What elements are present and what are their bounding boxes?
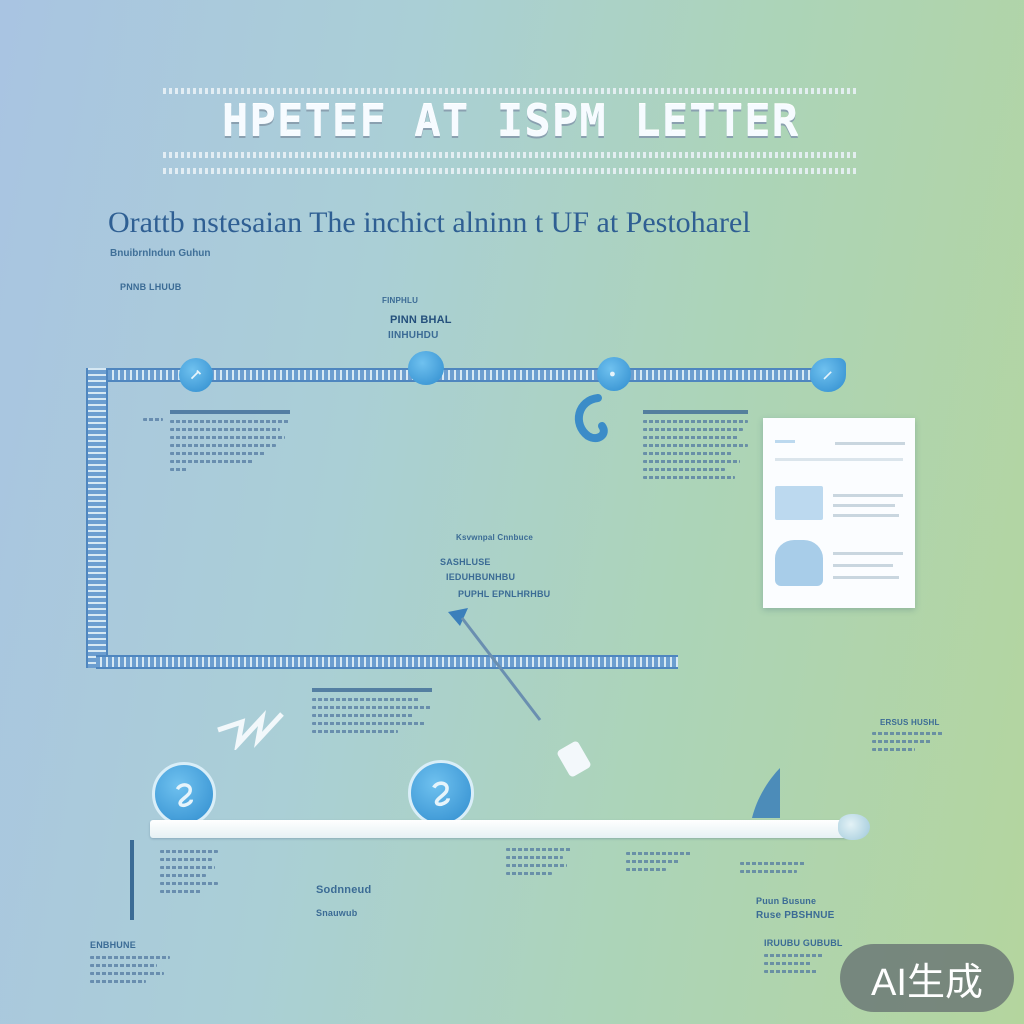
text-block-right: [643, 410, 748, 484]
label-bottom-left: ENBHUNE: [90, 940, 136, 950]
marker-icon: [610, 371, 615, 377]
cloud-thumbnail: [775, 540, 823, 586]
bottom-timeline-track: [150, 820, 850, 838]
text-block-bottom-3: [626, 852, 692, 876]
swirl-node-icon: [175, 782, 193, 807]
banner-title: HPETEF AT ISPM LETTER: [221, 96, 800, 146]
text-block-lower-right: [872, 732, 944, 756]
banner-top-rule: [163, 88, 858, 94]
label-top-left: PNNB LHUUB: [120, 282, 182, 292]
scribble-icon: [217, 709, 284, 750]
label-bottom-mid-2: Snauwub: [316, 908, 358, 918]
timeline-node-1: [179, 358, 213, 392]
timeline-node-3: [597, 357, 631, 391]
ai-generated-watermark: AI生成: [840, 944, 1014, 1012]
label-center-mid: Ksvwnpal Cnnbuce: [456, 533, 533, 542]
arrow-icon: [823, 371, 832, 380]
timeline-top-bar: [96, 368, 816, 382]
text-block-left: [170, 410, 290, 476]
bottom-left-marker: [130, 840, 134, 920]
bottom-track-end-cap: [838, 814, 870, 840]
text-block-bottom-4: [740, 862, 806, 878]
banner-bottom-rule: [163, 168, 858, 174]
label-bottom-mid: Sodnneud: [316, 884, 372, 896]
label-bottom-right-2: Ruse PBSHNUE: [756, 910, 835, 921]
lower-node-1: [152, 762, 216, 826]
timeline-node-2: [408, 351, 444, 385]
timeline-left-vertical: [86, 368, 108, 668]
swirl-icon: [575, 394, 608, 443]
label-lower-right: ERSUS HUSHL: [880, 718, 940, 727]
label-center-mid-2: SASHLUSE: [440, 557, 491, 567]
swirl-node-icon-2: [432, 781, 450, 807]
document-card: [763, 418, 915, 608]
timeline-node-4: [810, 358, 846, 392]
label-top-center-small: FINPHLU: [382, 296, 419, 305]
flag-icon: [752, 768, 780, 818]
label-center-mid-3: IEDUHBUNHBU: [446, 572, 516, 582]
text-block-left-side: [143, 418, 163, 426]
text-block-bottom-right: [764, 954, 824, 978]
label-bottom-right-1: Puun Busune: [756, 896, 817, 906]
label-center-mid-4: PUPHL EPNLHRHBU: [458, 589, 551, 599]
lower-node-2: [408, 760, 474, 826]
sub-caption: Bnuibrnlndun Guhun: [110, 248, 211, 259]
diagonal-arrow-icon: [448, 608, 542, 721]
hand-icon: [557, 741, 591, 777]
timeline-middle-bar: [96, 655, 678, 669]
diagram-subtitle: Orattb nstesaian The inchict alninn t UF…: [108, 206, 751, 239]
text-block-bottom-1: [160, 850, 218, 898]
text-block-bottom-2: [506, 848, 572, 880]
text-block-bottom-left: [90, 956, 170, 988]
label-bottom-right-3: IRUUBU GUBUBL: [764, 938, 843, 948]
image-thumbnail: [775, 486, 823, 520]
text-block-middle: [312, 688, 432, 738]
label-top-center-bold: PINN BHAL: [390, 314, 452, 326]
label-top-center-bold-2: IINHUHDU: [388, 330, 439, 341]
banner-mid-rule: [163, 152, 858, 158]
pin-icon: [190, 369, 202, 380]
